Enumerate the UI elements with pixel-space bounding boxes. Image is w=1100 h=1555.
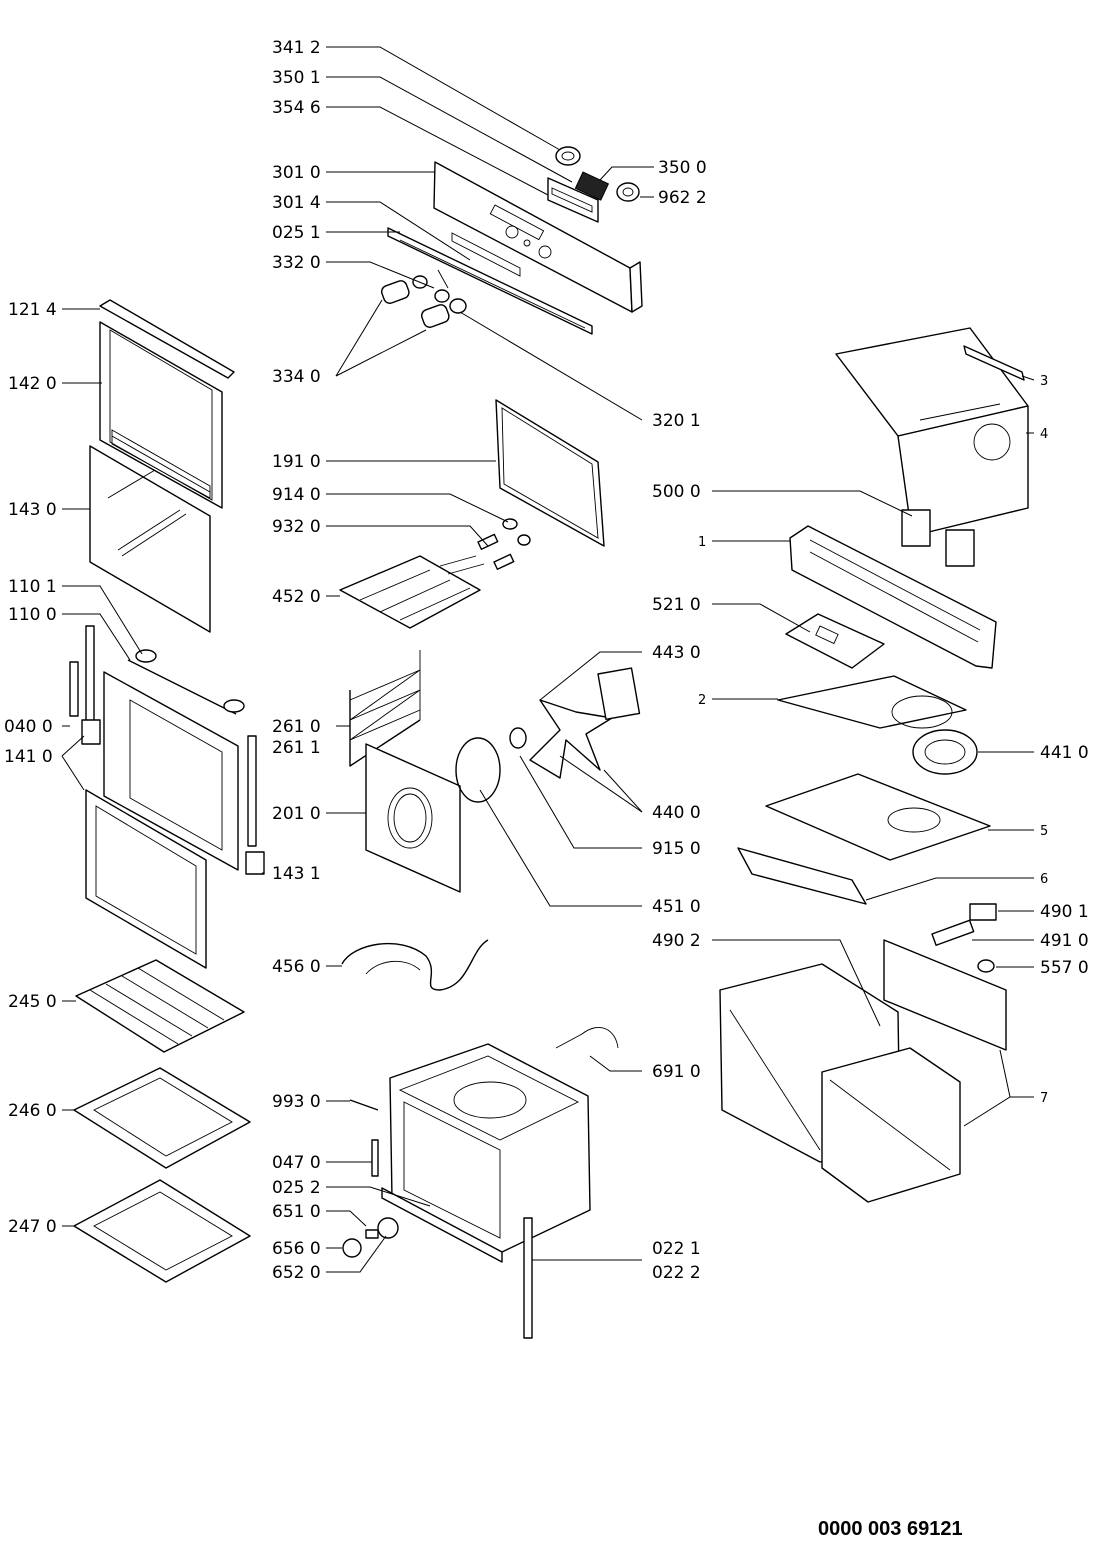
- inner-door-glass-part: [89, 445, 211, 633]
- label-7: 7: [1040, 1091, 1048, 1106]
- label-245-0: 245 0: [8, 992, 57, 1012]
- thermostat-sensor-part: [555, 1027, 619, 1049]
- cooling-fan-part: [912, 729, 978, 775]
- label-025-1: 025 1: [272, 223, 321, 243]
- label-341-2: 341 2: [272, 38, 321, 58]
- cooling-duct-part: [789, 525, 997, 669]
- label-354-6: 354 6: [272, 98, 321, 118]
- label-500-0: 500 0: [652, 482, 701, 502]
- label-652-0: 652 0: [272, 1263, 321, 1283]
- label-022-1: 022 1: [652, 1239, 701, 1259]
- deep-tray-part: [73, 1179, 251, 1283]
- selector-knob-part: [555, 146, 581, 166]
- label-143-1: 143 1: [272, 864, 321, 884]
- circular-element-part: [455, 737, 501, 803]
- label-320-1: 320 1: [652, 411, 701, 431]
- label-1: 1: [698, 535, 706, 550]
- door-inner-frame-part: [85, 789, 207, 969]
- outer-housing-part: [719, 939, 1007, 1203]
- label-121-4: 121 4: [8, 300, 57, 320]
- lamp-parts: [477, 518, 531, 570]
- control-panel-part: [433, 161, 643, 313]
- fan-and-motor-part: [509, 667, 641, 779]
- label-441-0: 441 0: [1040, 743, 1089, 763]
- grill-element-part: [339, 555, 485, 629]
- label-334-0: 334 0: [272, 367, 321, 387]
- document-number: 0000 003 69121: [818, 1518, 963, 1540]
- baking-tray-part: [73, 1067, 251, 1169]
- label-491-0: 491 0: [1040, 931, 1089, 951]
- air-deflector-part: [777, 675, 967, 729]
- label-452-0: 452 0: [272, 587, 321, 607]
- label-651-0: 651 0: [272, 1202, 321, 1222]
- label-141-0: 141 0: [4, 747, 53, 767]
- label-350-0: 350 0: [658, 158, 707, 178]
- label-490-1: 490 1: [1040, 902, 1089, 922]
- label-301-4: 301 4: [272, 193, 321, 213]
- label-451-0: 451 0: [652, 897, 701, 917]
- label-261-1: 261 1: [272, 738, 321, 758]
- label-143-0: 143 0: [8, 500, 57, 520]
- label-490-2: 490 2: [652, 931, 701, 951]
- panel-trim-strip: [387, 227, 593, 335]
- label-301-0: 301 0: [272, 163, 321, 183]
- label-261-0: 261 0: [272, 717, 321, 737]
- label-691-0: 691 0: [652, 1062, 701, 1082]
- display-module-part: [547, 171, 610, 223]
- base-plate-part: [737, 847, 867, 905]
- label-047-0: 047 0: [272, 1153, 321, 1173]
- label-993-0: 993 0: [272, 1092, 321, 1112]
- side-rack-part: [349, 650, 421, 767]
- top-cover-part: [835, 327, 1029, 537]
- label-350-1: 350 1: [272, 68, 321, 88]
- label-5: 5: [1040, 824, 1048, 839]
- label-201-0: 201 0: [272, 804, 321, 824]
- label-246-0: 246 0: [8, 1101, 57, 1121]
- callout-labels: 341 2 350 1 354 6 301 0 301 4 025 1 332 …: [4, 38, 1089, 1283]
- bottom-cover-part: [765, 773, 991, 861]
- control-board-part: [785, 613, 885, 669]
- label-962-2: 962 2: [658, 188, 707, 208]
- wire-shelf-part: [75, 959, 245, 1053]
- label-440-0: 440 0: [652, 803, 701, 823]
- label-247-0: 247 0: [8, 1217, 57, 1237]
- knobs-and-rings-part: [380, 269, 467, 328]
- oven-cavity-part: [381, 1043, 591, 1263]
- label-915-0: 915 0: [652, 839, 701, 859]
- label-456-0: 456 0: [272, 957, 321, 977]
- leader-lines: [61, 46, 1035, 1273]
- label-025-2: 025 2: [272, 1178, 321, 1198]
- label-521-0: 521 0: [652, 595, 701, 615]
- side-rail-part: [523, 1217, 533, 1339]
- label-3: 3: [1040, 374, 1048, 389]
- door-hinge-rails-part: [69, 625, 265, 875]
- relay-modules-part: [901, 509, 975, 567]
- label-110-0: 110 0: [8, 605, 57, 625]
- label-332-0: 332 0: [272, 253, 321, 273]
- label-4: 4: [1040, 427, 1048, 442]
- label-110-1: 110 1: [8, 577, 57, 597]
- label-191-0: 191 0: [272, 452, 321, 472]
- label-443-0: 443 0: [652, 643, 701, 663]
- label-932-0: 932 0: [272, 517, 321, 537]
- small-fasteners-part: [342, 1099, 399, 1258]
- label-022-2: 022 2: [652, 1263, 701, 1283]
- label-2: 2: [698, 693, 706, 708]
- bottom-element-part: [341, 939, 489, 991]
- label-142-0: 142 0: [8, 374, 57, 394]
- label-656-0: 656 0: [272, 1239, 321, 1259]
- label-040-0: 040 0: [4, 717, 53, 737]
- door-gasket-part: [495, 399, 605, 547]
- outer-door-glass-part: [99, 321, 223, 509]
- label-6: 6: [1040, 872, 1048, 887]
- door-frame-part: [103, 649, 245, 871]
- timer-knob-part: [616, 182, 640, 202]
- door-top-trim-part: [99, 299, 235, 379]
- label-914-0: 914 0: [272, 485, 321, 505]
- fan-cover-part: [365, 743, 461, 893]
- label-557-0: 557 0: [1040, 958, 1089, 978]
